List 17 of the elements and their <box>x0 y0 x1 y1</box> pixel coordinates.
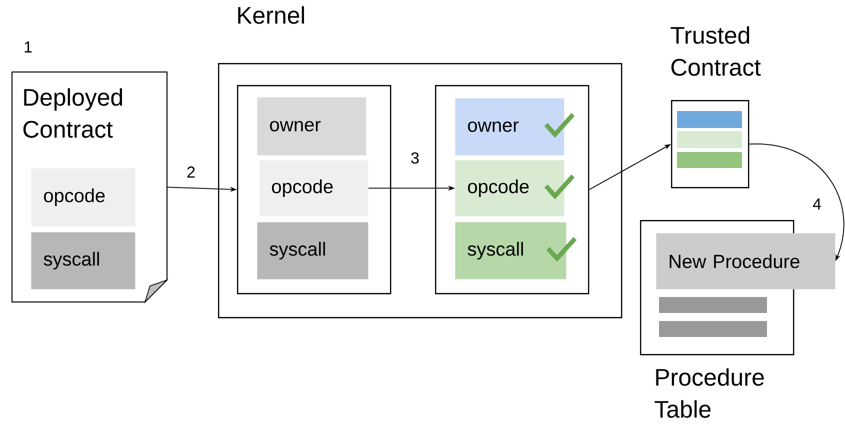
title: Procedure Table <box>654 368 764 418</box>
title: Kernel <box>238 6 304 24</box>
field-box: opcode <box>259 160 368 216</box>
step-number: 2 <box>186 165 196 179</box>
field-box: New Procedure <box>656 233 836 290</box>
field-box: syscall <box>455 222 566 280</box>
field-box: opcode <box>455 160 564 216</box>
field-box: syscall <box>31 232 136 290</box>
title: Trusted Contract <box>670 26 761 76</box>
field-box: syscall <box>257 222 368 280</box>
field-box: opcode <box>31 168 136 226</box>
step-number: 3 <box>410 151 420 165</box>
field-box: owner <box>257 97 366 156</box>
field-box: owner <box>455 98 564 156</box>
title: Deployed Contract <box>23 88 122 138</box>
step-number: 4 <box>812 198 822 210</box>
step-number: 1 <box>24 42 32 52</box>
